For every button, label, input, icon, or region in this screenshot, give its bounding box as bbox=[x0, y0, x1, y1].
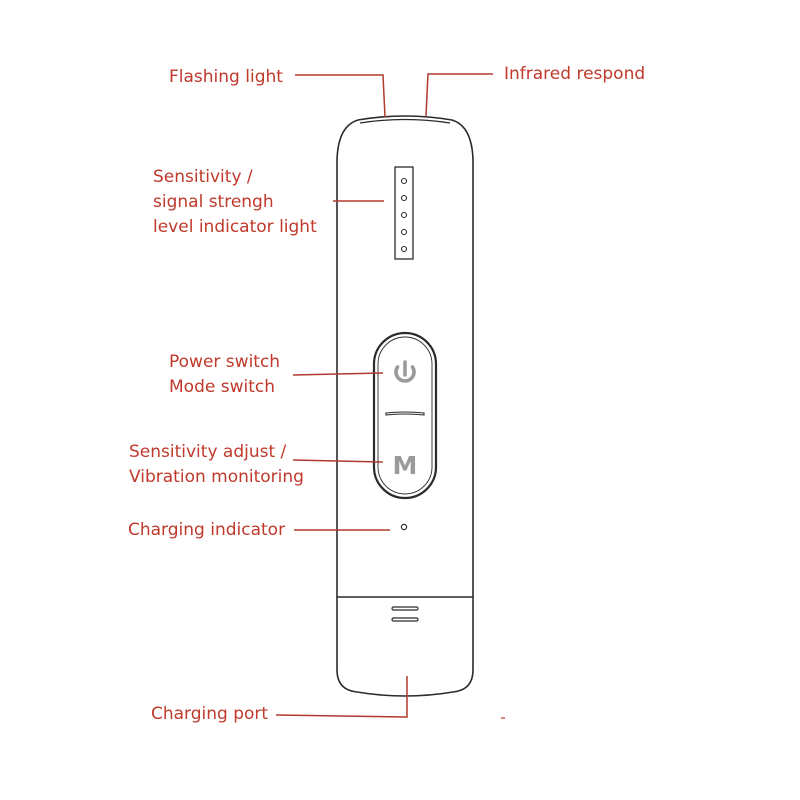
power-button[interactable] bbox=[380, 350, 430, 400]
label-infrared-respond: Infrared respond bbox=[504, 64, 646, 84]
button-panel-inner bbox=[377, 336, 433, 495]
signal-led-5 bbox=[400, 245, 408, 253]
signal-led-3 bbox=[400, 211, 408, 219]
leader-charging-port bbox=[275, 676, 408, 718]
leader-power-switch bbox=[292, 372, 384, 376]
label-vibration-monitoring: Vibration monitoring bbox=[129, 467, 304, 487]
label-sensitivity-adjust: Sensitivity adjust / bbox=[129, 442, 287, 462]
label-sensitivity-line2: signal strengh bbox=[153, 192, 274, 212]
leader-flashing-light bbox=[295, 74, 386, 118]
label-charging-port: Charging port bbox=[151, 704, 269, 724]
signal-led-4 bbox=[400, 228, 408, 236]
leader-sensitivity-adjust bbox=[292, 459, 384, 463]
label-mode-switch: Mode switch bbox=[169, 377, 275, 397]
mode-button[interactable]: M bbox=[380, 440, 430, 490]
leader-infrared-respond bbox=[425, 73, 493, 117]
cap-grip-line-top bbox=[391, 606, 419, 611]
mode-letter-icon: M bbox=[393, 451, 418, 480]
device-top-cap bbox=[359, 118, 451, 124]
signal-led-1 bbox=[400, 177, 408, 185]
label-sensitivity-line3: level indicator light bbox=[153, 217, 317, 237]
signal-led-2 bbox=[400, 194, 408, 202]
label-sensitivity-group: Sensitivity / signal strengh level indic… bbox=[153, 165, 317, 240]
label-power-switch: Power switch bbox=[169, 352, 281, 372]
signal-level-indicator bbox=[394, 166, 414, 260]
button-divider bbox=[385, 411, 425, 416]
label-charging-indicator: Charging indicator bbox=[128, 520, 286, 540]
label-sensitivity-line1: Sensitivity / bbox=[153, 167, 253, 187]
label-power-group: Power switch Mode switch bbox=[169, 350, 280, 400]
label-adjust-group: Sensitivity adjust / Vibration monitorin… bbox=[129, 440, 304, 490]
charging-indicator-led bbox=[400, 523, 408, 531]
power-icon bbox=[394, 360, 416, 383]
cap-grip-line-bottom bbox=[391, 617, 419, 622]
button-panel bbox=[372, 331, 438, 500]
label-flashing-light: Flashing light bbox=[169, 67, 283, 87]
